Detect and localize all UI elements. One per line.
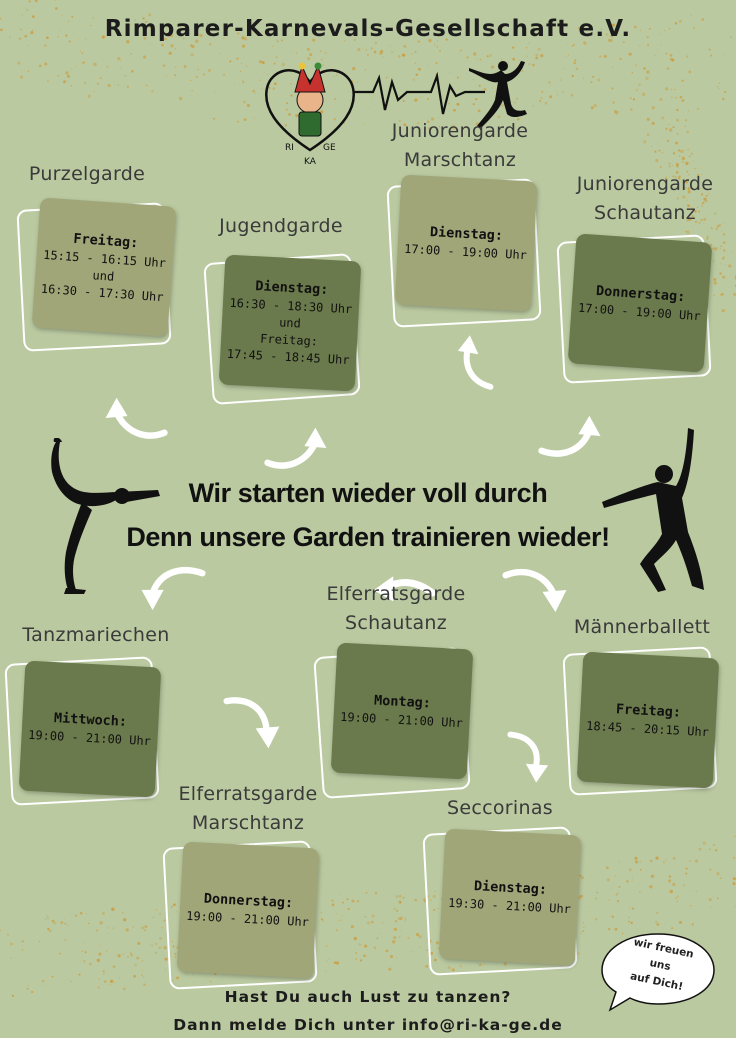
speech-bubble-icon	[601, 933, 715, 1012]
group-title-jugendgarde: Jugendgarde	[219, 215, 343, 237]
headline-line-1: Wir starten wieder voll durch	[188, 478, 548, 508]
schedule-card-purzelgarde: Freitag: 15:15 - 16:15 Uhr und 16:30 - 1…	[31, 197, 177, 337]
schedule-time: und	[278, 315, 302, 331]
schedule-time: und	[92, 267, 115, 284]
group-title-tanzmariechen: Tanzmariechen	[22, 624, 170, 646]
schedule-time: 16:30 - 17:30 Uhr	[40, 281, 164, 304]
logo-letters-ka: KA	[304, 157, 317, 167]
curved-arrow-icon	[141, 567, 206, 611]
schedule-time: 19:00 - 21:00 Uhr	[27, 727, 152, 748]
curved-arrow-icon	[373, 576, 436, 602]
schedule-time: 19:30 - 21:00 Uhr	[447, 895, 572, 916]
group-title-purzelgarde: Purzelgarde	[28, 163, 146, 185]
logo-letters-ri: RI	[285, 143, 294, 153]
schedule-card-elferratsgarde-schautanz: Montag: 19:00 - 21:00 Uhr	[330, 642, 474, 780]
curved-arrow-icon	[223, 697, 280, 749]
jester-hat-icon	[294, 64, 326, 93]
schedule-card-elferratsgarde-marschtanz: Donnerstag: 19:00 - 21:00 Uhr	[176, 841, 320, 979]
schedule-card-maennerballett: Freitag: 18:45 - 20:15 Uhr	[576, 651, 720, 789]
group-title-elferratsgarde-schautanz: Elferratsgarde Schautanz	[326, 583, 466, 634]
schedule-time: 17:00 - 19:00 Uhr	[403, 241, 528, 262]
schedule-day: Freitag:	[615, 700, 682, 721]
group-title-elferratsgarde-marschtanz: Elferratsgarde Marschtanz	[178, 783, 318, 834]
curved-arrow-icon	[502, 568, 567, 613]
curved-arrow-icon	[105, 397, 168, 439]
jester-body-icon	[298, 111, 322, 137]
schedule-time: 19:00 - 21:00 Uhr	[339, 709, 464, 730]
heart-outline-icon	[265, 69, 355, 152]
footer-contact: Dann melde Dich unter info@ri-ka-ge.de	[173, 1016, 563, 1034]
dancer-leap-icon	[469, 61, 527, 128]
dancer-pose-silhouette-icon	[51, 438, 160, 594]
schedule-card-seccorinas: Dienstag: 19:30 - 21:00 Uhr	[438, 828, 582, 966]
curved-arrow-icon	[507, 731, 549, 783]
club-logo: RI KA GE	[265, 61, 527, 167]
logo-letters-ge: GE	[323, 143, 336, 153]
group-title-juniorengarde-marschtanz: Juniorengarde Marschtanz	[391, 120, 529, 171]
schedule-card-jugendgarde: Dienstag: 16:30 - 18:30 Uhr und Freitag:…	[218, 254, 362, 392]
heartbeat-line-icon	[353, 71, 485, 115]
headline-line-2: Denn unsere Garden trainieren wieder!	[126, 522, 610, 552]
schedule-day: Montag:	[373, 692, 432, 711]
group-title-maennerballett: Männerballett	[573, 616, 711, 638]
curved-arrow-icon	[264, 427, 327, 469]
schedule-time: 17:45 - 18:45 Uhr	[226, 346, 350, 368]
group-title-seccorinas: Seccorinas	[447, 797, 553, 819]
org-title: Rimparer-Karnevals-Gesellschaft e.V.	[104, 16, 632, 42]
curved-arrow-icon	[457, 335, 494, 390]
group-title-juniorengarde-schautanz: Juniorengarde Schautanz	[576, 173, 714, 224]
dancer-jump-silhouette-icon	[602, 428, 704, 592]
schedule-card-tanzmariechen: Mittwoch: 19:00 - 21:00 Uhr	[18, 660, 162, 798]
schedule-card-juniorengarde-marschtanz: Dienstag: 17:00 - 19:00 Uhr	[394, 174, 538, 312]
footer-question: Hast Du auch Lust zu tanzen?	[224, 988, 512, 1006]
schedule-card-juniorengarde-schautanz: Donnerstag: 17:00 - 19:00 Uhr	[567, 233, 713, 373]
schedule-time: 18:45 - 20:15 Uhr	[585, 718, 710, 739]
curved-arrow-icon	[538, 415, 601, 457]
